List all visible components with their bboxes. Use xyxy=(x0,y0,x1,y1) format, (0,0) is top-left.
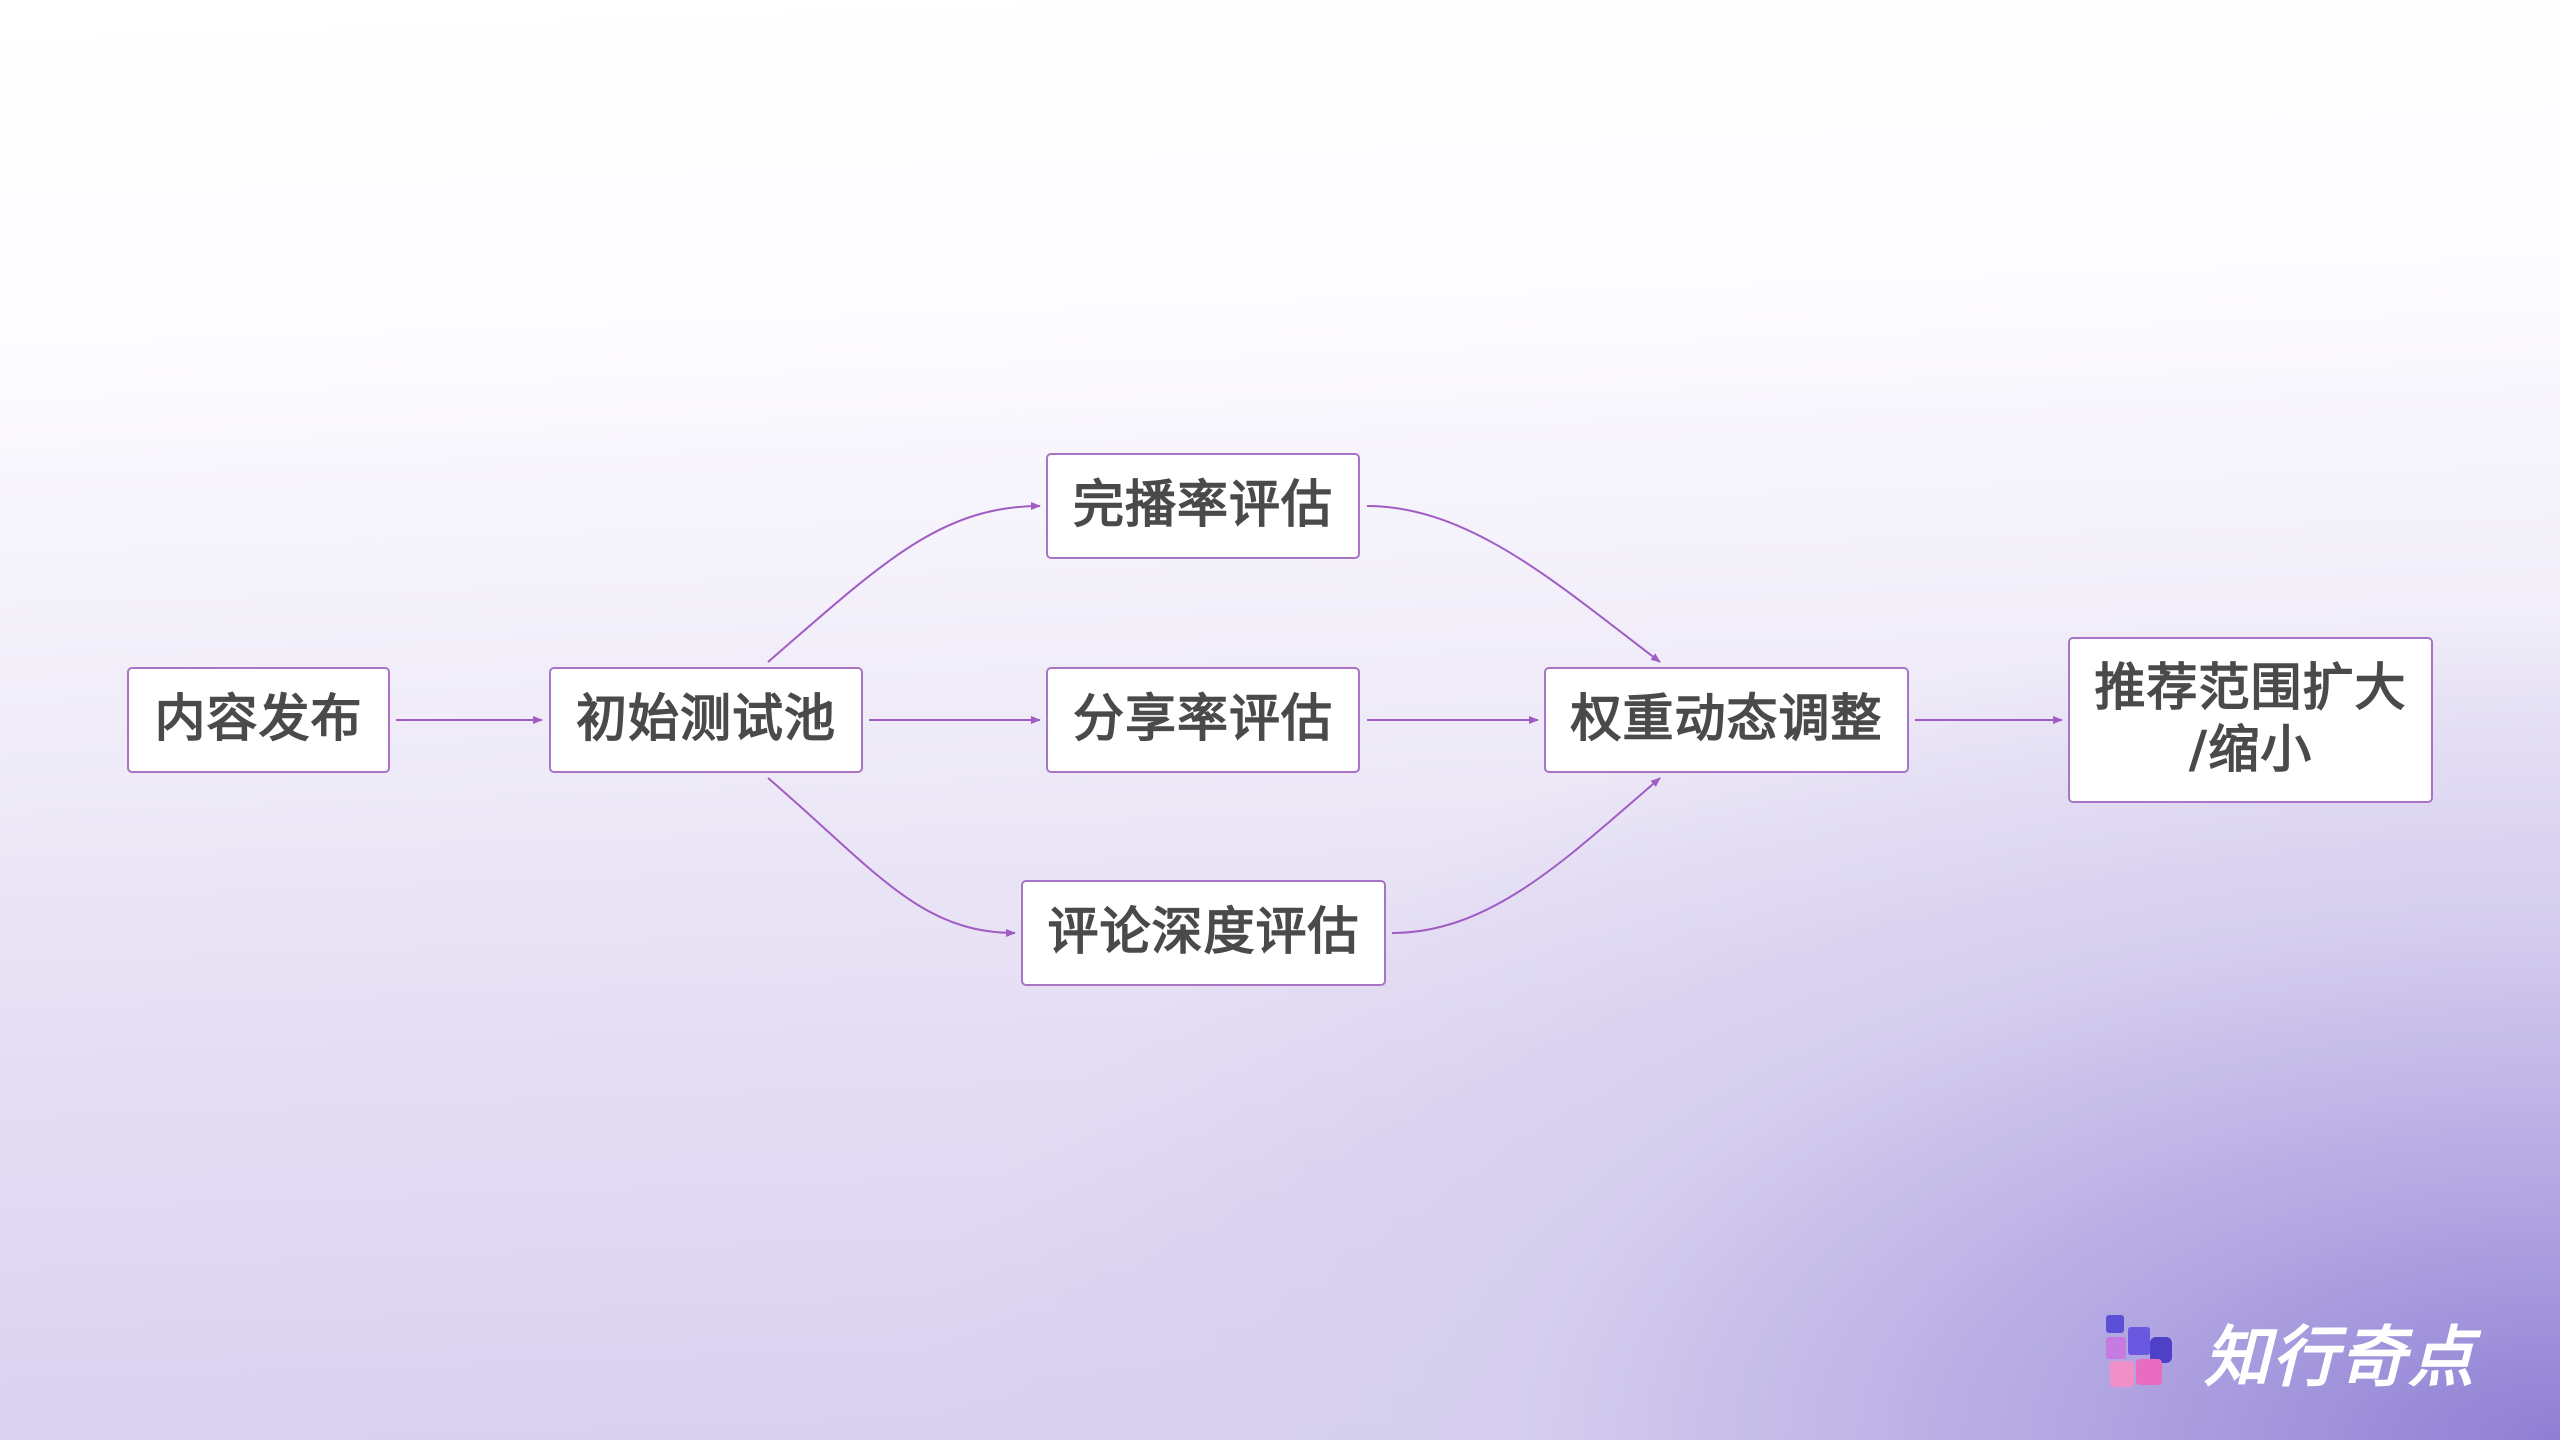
arrow-comment-to-weight xyxy=(1391,777,1661,934)
arrow-testpool-to-comment xyxy=(767,777,1016,937)
brand: 知行奇点 xyxy=(2100,1312,2476,1396)
node-initial-test-pool: 初始测试池 xyxy=(549,667,863,773)
node-recommend-range: 推荐范围扩大 /缩小 xyxy=(2068,637,2433,803)
arrow-completion-to-weight xyxy=(1366,505,1661,663)
node-share-rate-eval: 分享率评估 xyxy=(1046,667,1360,773)
node-content-publish: 内容发布 xyxy=(127,667,390,773)
node-comment-depth-eval: 评论深度评估 xyxy=(1021,880,1386,986)
node-weight-dynamic-adjust: 权重动态调整 xyxy=(1544,667,1909,773)
brand-name: 知行奇点 xyxy=(2204,1319,2476,1396)
pixel-squares-logo-icon xyxy=(2106,1315,2172,1387)
node-completion-rate-eval: 完播率评估 xyxy=(1046,453,1360,559)
arrow-testpool-to-completion xyxy=(767,502,1041,663)
